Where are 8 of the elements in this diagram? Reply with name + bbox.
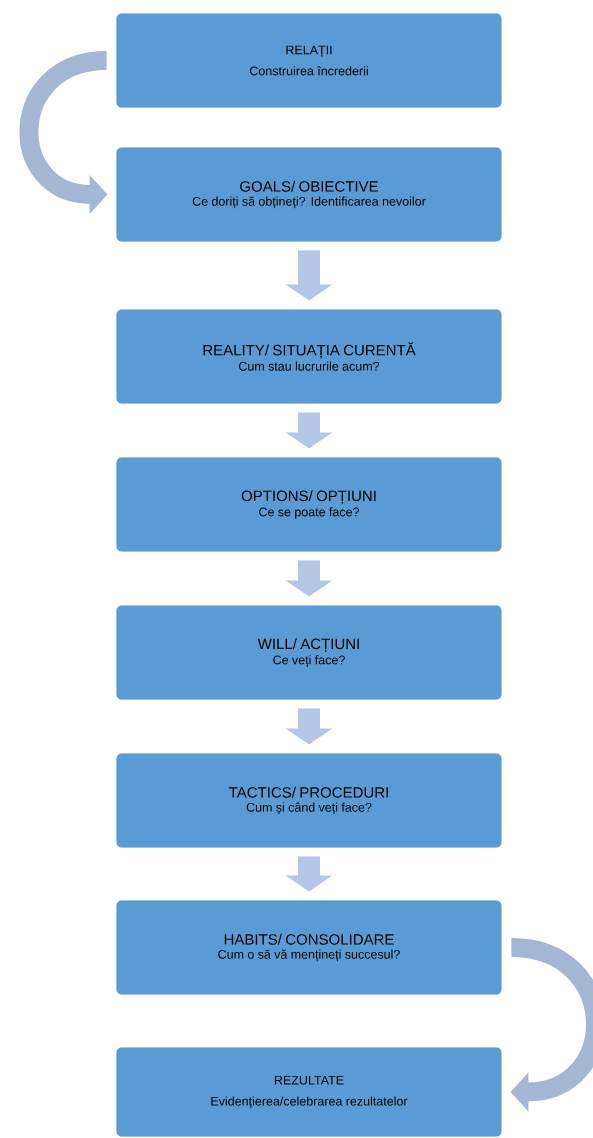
process-box: GOALS/ OBIECTIVE Ce doriți să obțineți? Identificarea nevoilor — [115, 146, 503, 243]
process-box: OPTIONS/ OPȚIUNI Ce se poate face? — [115, 456, 503, 553]
process-box: HABITS/ CONSOLIDARE Cum o să vă mențineți succesul? — [115, 899, 503, 996]
process-box: TACTICS/ PROCEDURI Cum și când veți face? — [115, 752, 503, 849]
process-box: REZULTATE Evidențierea/celebrarea rezultatelor — [115, 1046, 503, 1138]
process-box: RELAȚII Construirea încrederii — [115, 12, 503, 109]
process-box: REALITY/ SITUAȚIA CURENTĂ Cum stau lucrurile acum? — [115, 308, 503, 405]
process-box: WILL/ ACȚIUNI Ce veți face? — [115, 604, 503, 701]
